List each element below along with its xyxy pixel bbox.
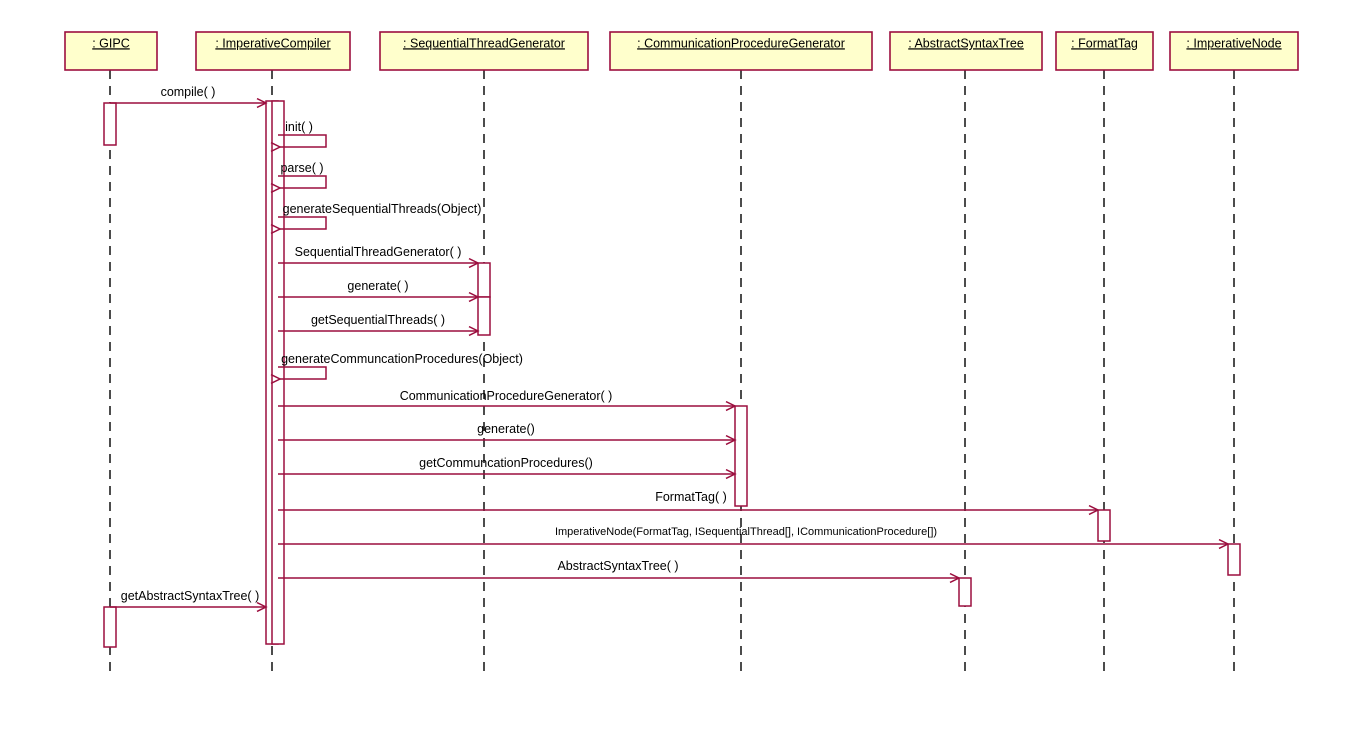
message-label: getCommuncationProcedures() <box>419 456 593 470</box>
participant-label: : SequentialThreadGenerator <box>403 36 565 50</box>
message-m6: generate( ) <box>278 279 478 297</box>
participant-label: : FormatTag <box>1071 36 1138 50</box>
participant-communicationproceduregenerator[interactable]: : CommunicationProcedureGenerator <box>609 31 873 71</box>
activation-bar-imperativecompiler <box>271 100 285 645</box>
message-label: init( ) <box>285 120 313 134</box>
participant-imperativenode[interactable]: : ImperativeNode <box>1169 31 1299 71</box>
participant-label: : AbstractSyntaxTree <box>908 36 1024 50</box>
activation-bar-communicationproceduregenerator <box>734 405 748 507</box>
message-label: generate() <box>477 422 535 436</box>
participant-box[interactable] <box>195 31 351 71</box>
activation-bar-sequentialthreadgenerator <box>477 262 491 298</box>
message-m2: init( ) <box>278 120 327 147</box>
message-arrow-self <box>278 216 327 229</box>
participant-sequentialthreadgenerator[interactable]: : SequentialThreadGenerator <box>379 31 589 71</box>
message-m4: generateSequentialThreads(Object) <box>278 202 481 229</box>
participant-box[interactable] <box>64 31 158 71</box>
participant-abstractsyntaxtree[interactable]: : AbstractSyntaxTree <box>889 31 1043 71</box>
activation-bar-formattag <box>1097 509 1111 542</box>
participant-imperativecompiler[interactable]: : ImperativeCompiler <box>195 31 351 71</box>
participant-box[interactable] <box>379 31 589 71</box>
message-m7: getSequentialThreads( ) <box>278 313 478 331</box>
activation-bar-abstractsyntaxtree <box>958 577 972 607</box>
participant-gipc[interactable]: : GIPC <box>64 31 158 71</box>
message-arrow-self <box>278 134 327 147</box>
message-arrow-self <box>278 175 327 188</box>
message-label: FormatTag( ) <box>655 490 727 504</box>
message-label: ImperativeNode(FormatTag, ISequentialThr… <box>555 526 937 538</box>
message-m12: FormatTag( ) <box>278 490 1098 510</box>
activation-bar-gipc <box>103 606 117 648</box>
message-m9: CommunicationProcedureGenerator( ) <box>278 389 735 406</box>
participant-label: : CommunicationProcedureGenerator <box>637 36 845 50</box>
message-m1: compile( ) <box>110 85 266 103</box>
message-m8: generateCommuncationProcedures(Object) <box>278 352 523 379</box>
activations-layer <box>103 100 1241 648</box>
message-m11: getCommuncationProcedures() <box>278 456 735 474</box>
participant-box[interactable] <box>889 31 1043 71</box>
message-label: parse( ) <box>280 161 323 175</box>
participant-box[interactable] <box>1055 31 1154 71</box>
participant-formattag[interactable]: : FormatTag <box>1055 31 1154 71</box>
participant-label: : GIPC <box>92 36 130 50</box>
message-label: generateCommuncationProcedures(Object) <box>281 352 523 366</box>
activation-bar-imperativenode <box>1227 543 1241 576</box>
message-label: compile( ) <box>161 85 216 99</box>
participant-boxes-layer: : GIPC : ImperativeCompiler : SequentialTh… <box>64 31 1299 71</box>
message-label: getSequentialThreads( ) <box>311 313 445 327</box>
message-m3: parse( ) <box>278 161 327 188</box>
message-m10: generate() <box>278 422 735 440</box>
messages-layer: compile( ) init( ) parse( ) generateSequent… <box>110 85 1228 607</box>
message-label: generate( ) <box>347 279 408 293</box>
message-m13: ImperativeNode(FormatTag, ISequentialThr… <box>278 526 1228 544</box>
message-label: getAbstractSyntaxTree( ) <box>121 589 259 603</box>
message-label: CommunicationProcedureGenerator( ) <box>400 389 613 403</box>
participant-label: : ImperativeCompiler <box>215 36 330 50</box>
activation-bar-sequentialthreadgenerator <box>477 296 491 336</box>
message-m15: getAbstractSyntaxTree( ) <box>110 589 266 607</box>
participant-box[interactable] <box>609 31 873 71</box>
message-label: AbstractSyntaxTree( ) <box>557 559 678 573</box>
message-arrow-self <box>278 366 327 379</box>
message-m14: AbstractSyntaxTree( ) <box>278 559 959 578</box>
message-label: generateSequentialThreads(Object) <box>283 202 482 216</box>
message-m5: SequentialThreadGenerator( ) <box>278 245 478 263</box>
participant-box[interactable] <box>1169 31 1299 71</box>
activation-bar-gipc <box>103 102 117 146</box>
message-label: SequentialThreadGenerator( ) <box>295 245 462 259</box>
participant-label: : ImperativeNode <box>1186 36 1281 50</box>
